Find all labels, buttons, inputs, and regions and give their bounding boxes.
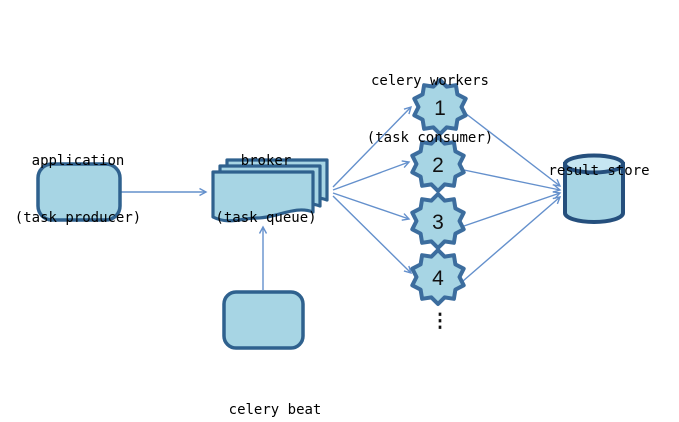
worker-badge-1: 1 [412,78,468,136]
result-store-title: result store [548,163,650,179]
worker-seal-shape [412,78,468,136]
broker-node [211,158,329,223]
celery-beat-node [222,290,305,350]
celery-beat-title: celery beat [228,402,322,418]
edge-broker-to-worker-1 [332,105,413,188]
workers-group: 1 2 3 4 [410,78,468,306]
application-node [36,162,122,222]
application-subtitle: (task producer) [14,210,142,226]
edge-worker-4-to-result-store [462,196,562,282]
worker-badge-2: 2 [410,135,466,193]
broker-title: broker [240,153,292,169]
edge-worker-3-to-result-store [463,191,562,227]
celery-workers-title: celery workers [370,73,489,89]
application-label: application (task producer) [0,114,198,266]
application-title: application [31,153,125,169]
edge-broker-to-worker-3 [332,192,411,221]
result-store-label: result store [479,124,679,219]
worker-seal-shape [410,135,466,193]
edge-worker-1-to-result-store [464,112,562,187]
worker-seal-shape [410,248,466,306]
broker-subtitle: (task queue) [215,210,317,226]
result-store-cylinder-body [563,162,625,224]
result-store-node [563,153,625,224]
worker-badge-3: 3 [410,192,466,250]
worker-number: 3 [432,211,444,234]
broker-document-front [211,170,315,223]
more-workers-ellipsis: ⋮ [431,310,450,332]
worker-number: 1 [434,97,446,120]
edges-layer [120,105,562,290]
celery-workers-subtitle: (task consumer) [366,130,494,146]
edge-broker-to-worker-2 [332,160,411,191]
worker-badge-4: 4 [410,248,466,306]
worker-number: 4 [432,267,444,290]
celery-workers-label: celery workers (task consumer) [310,34,550,186]
result-store-cylinder-top [563,153,625,175]
edge-worker-2-to-result-store [463,169,562,193]
broker-label: broker (task queue) [146,114,386,266]
edge-broker-to-worker-4 [332,195,413,275]
celery-beat-label: celery beat (task scheduler) [155,363,395,422]
worker-number: 2 [432,154,444,177]
